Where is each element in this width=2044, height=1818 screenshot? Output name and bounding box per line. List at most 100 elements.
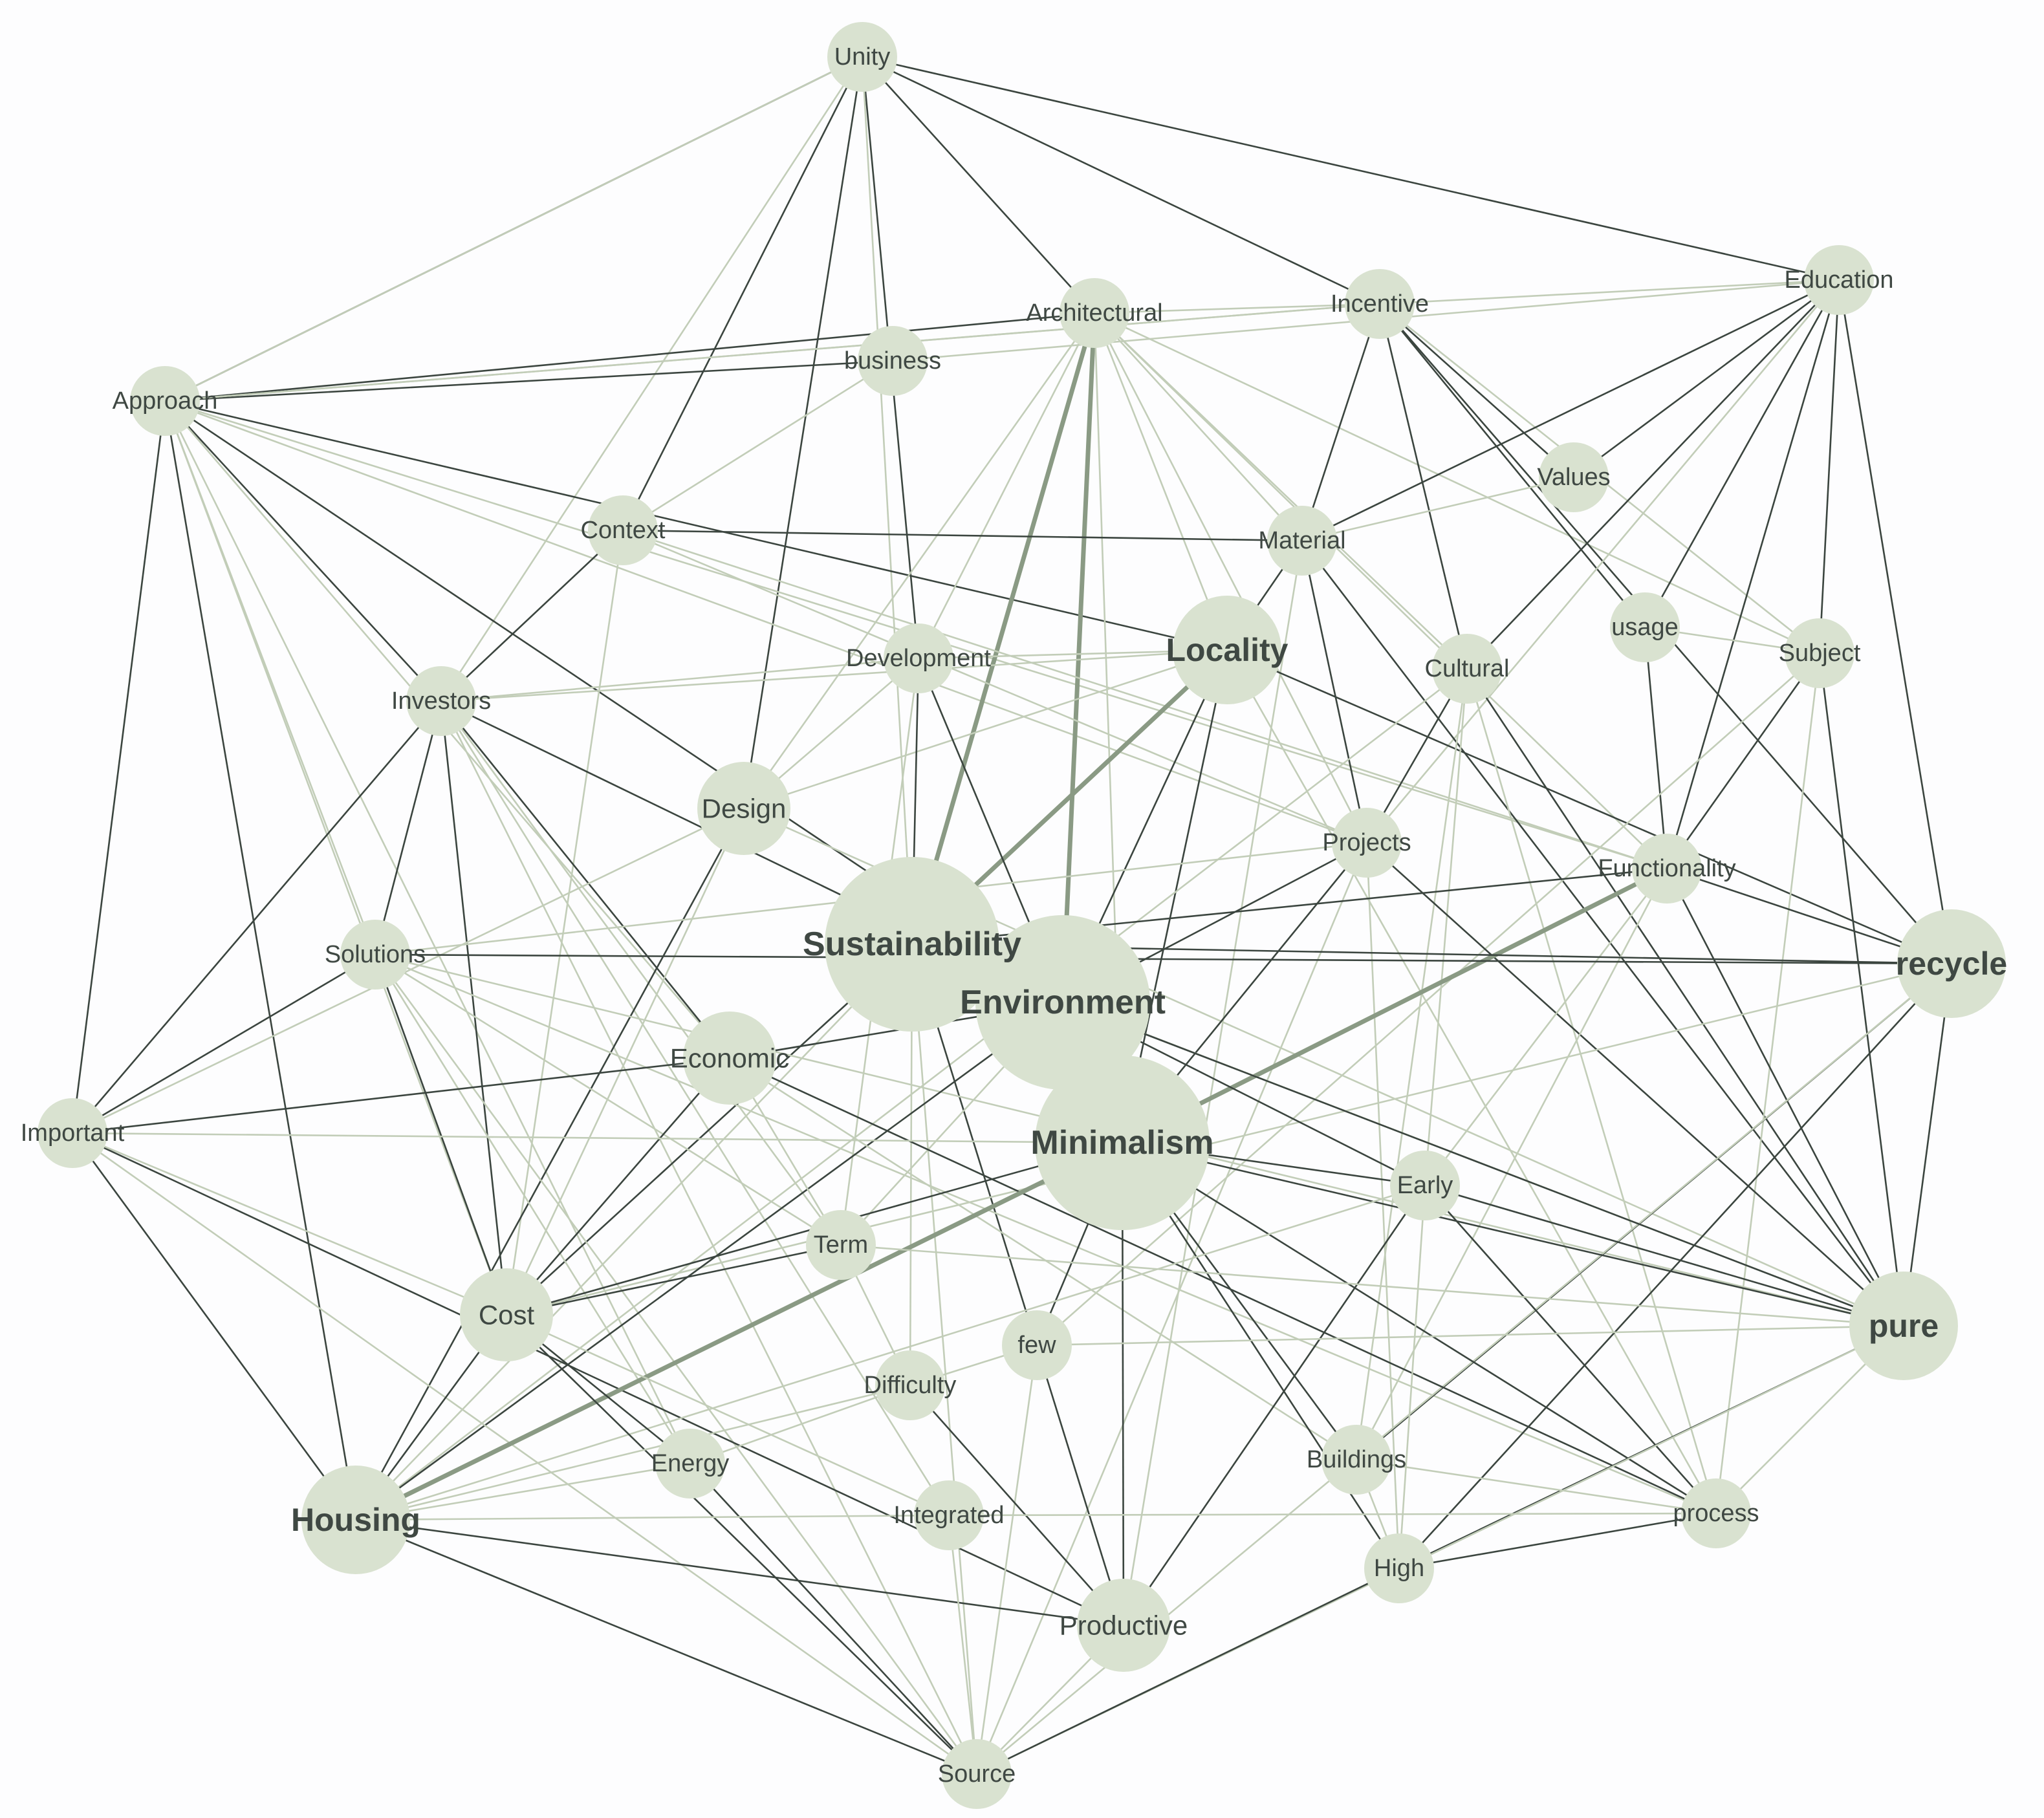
edge-incentive-usage: [1378, 303, 1646, 628]
edge-solutions-term: [375, 953, 842, 1246]
node-label-cost: Cost: [479, 1300, 535, 1330]
edge-important-source: [72, 1132, 977, 1775]
node-layer: [38, 22, 2006, 1809]
edge-economic-important: [72, 1057, 730, 1134]
edge-investors-important: [72, 700, 442, 1134]
edge-incentive-cultural: [1378, 303, 1468, 669]
edge-material-pure: [1301, 540, 1905, 1326]
edge-term-pure: [840, 1244, 1904, 1327]
edge-functionality-buildings: [1355, 868, 1668, 1460]
edge-education-values: [1573, 279, 1840, 479]
node-label-subject: Subject: [1779, 640, 1861, 667]
edge-minimalism-pure: [1122, 1142, 1904, 1327]
node-architectural: [1060, 278, 1129, 348]
edge-term-cost: [506, 1244, 842, 1316]
edge-material-values: [1301, 476, 1574, 542]
edge-projects-pure: [1366, 842, 1904, 1326]
node-process: [1681, 1478, 1751, 1548]
edge-unity-sustainability: [861, 56, 913, 945]
node-label-productive: Productive: [1060, 1610, 1188, 1641]
edge-early-pure: [1424, 1184, 1904, 1327]
edge-architectural-material: [1094, 312, 1303, 541]
edge-buildings-process: [1356, 1458, 1717, 1515]
node-unity: [827, 22, 897, 92]
node-label-architectural: Architectural: [1026, 299, 1162, 327]
node-investors: [406, 666, 476, 736]
edge-education-projects: [1366, 279, 1840, 843]
node-label-economic: Economic: [670, 1043, 789, 1074]
node-label-education: Education: [1784, 266, 1893, 294]
edge-pure-few: [1036, 1325, 1904, 1347]
edge-architectural-projects: [1093, 312, 1368, 843]
node-integrated: [914, 1480, 984, 1550]
edge-important-minimalism: [72, 1132, 1123, 1144]
edge-locality-design: [743, 649, 1228, 810]
node-projects: [1332, 808, 1402, 878]
edge-architectural-locality: [1093, 312, 1228, 651]
node-label-few: few: [1017, 1332, 1056, 1359]
node-label-context: Context: [581, 517, 666, 544]
node-label-pure: pure: [1869, 1308, 1939, 1344]
node-label-investors: Investors: [391, 687, 491, 715]
edge-functionality-minimalism: [1121, 866, 1668, 1145]
edge-education-usage: [1644, 279, 1840, 628]
edge-solutions-energy: [374, 954, 691, 1464]
edge-environment-pure: [1062, 1001, 1904, 1327]
edge-locality-process: [1226, 649, 1717, 1514]
edge-unity-education: [862, 56, 1840, 281]
node-material: [1267, 506, 1337, 576]
edge-projects-source: [975, 842, 1368, 1775]
edge-context-business: [622, 360, 893, 532]
edge-approach-energy: [164, 400, 691, 1464]
node-housing: [301, 1466, 410, 1574]
edge-process-high: [1398, 1512, 1717, 1570]
edge-integrated-process: [948, 1512, 1717, 1517]
node-label-high: High: [1374, 1555, 1424, 1582]
node-minimalism: [1035, 1055, 1210, 1230]
edge-architectural-development: [917, 312, 1096, 659]
node-values: [1539, 442, 1609, 512]
edge-approach-architectural: [164, 312, 1095, 402]
edge-unity-design: [743, 56, 864, 809]
edge-unity-context: [622, 56, 864, 531]
edge-investors-source: [440, 700, 978, 1775]
edge-early-productive: [1122, 1185, 1426, 1626]
node-label-difficulty: Difficulty: [864, 1372, 957, 1399]
node-high: [1364, 1533, 1434, 1603]
edge-minimalism-process: [1122, 1142, 1717, 1515]
edge-cultural-process: [1466, 668, 1717, 1514]
node-recycle: [1897, 909, 2006, 1018]
node-source: [942, 1739, 1012, 1809]
edge-investors-integrated: [440, 700, 950, 1516]
edge-economic-cost: [506, 1057, 730, 1315]
node-sustainability: [825, 857, 999, 1032]
edge-difficulty-housing: [355, 1384, 911, 1521]
edge-few-source: [975, 1345, 1038, 1775]
edge-architectural-design: [743, 312, 1096, 809]
edge-projects-high: [1365, 842, 1400, 1569]
edge-education-recycle: [1838, 279, 1953, 964]
edge-environment-housing: [355, 1001, 1063, 1521]
edge-integrated-source: [948, 1515, 978, 1775]
node-development: [884, 623, 953, 693]
edge-context-investors: [440, 530, 624, 702]
edge-early-process: [1424, 1185, 1717, 1514]
edge-unity-investors: [440, 56, 864, 702]
node-locality: [1173, 596, 1281, 704]
edge-approach-investors: [164, 400, 442, 702]
node-solutions: [340, 920, 410, 990]
edge-architectural-sustainability: [909, 312, 1097, 945]
node-label-unity: Unity: [834, 43, 891, 70]
edge-investors-economic: [440, 700, 731, 1059]
node-usage: [1610, 592, 1680, 662]
edge-recycle-high: [1398, 963, 1952, 1569]
edge-sustainability-cost: [506, 944, 913, 1315]
edge-subject-pure: [1818, 653, 1905, 1326]
edge-unity-architectural: [862, 56, 1095, 314]
edge-solutions-important: [72, 953, 376, 1134]
edge-economic-process: [729, 1057, 1717, 1515]
node-label-process: process: [1673, 1500, 1759, 1527]
node-label-values: Values: [1537, 464, 1610, 491]
edge-energy-housing: [355, 1462, 691, 1521]
